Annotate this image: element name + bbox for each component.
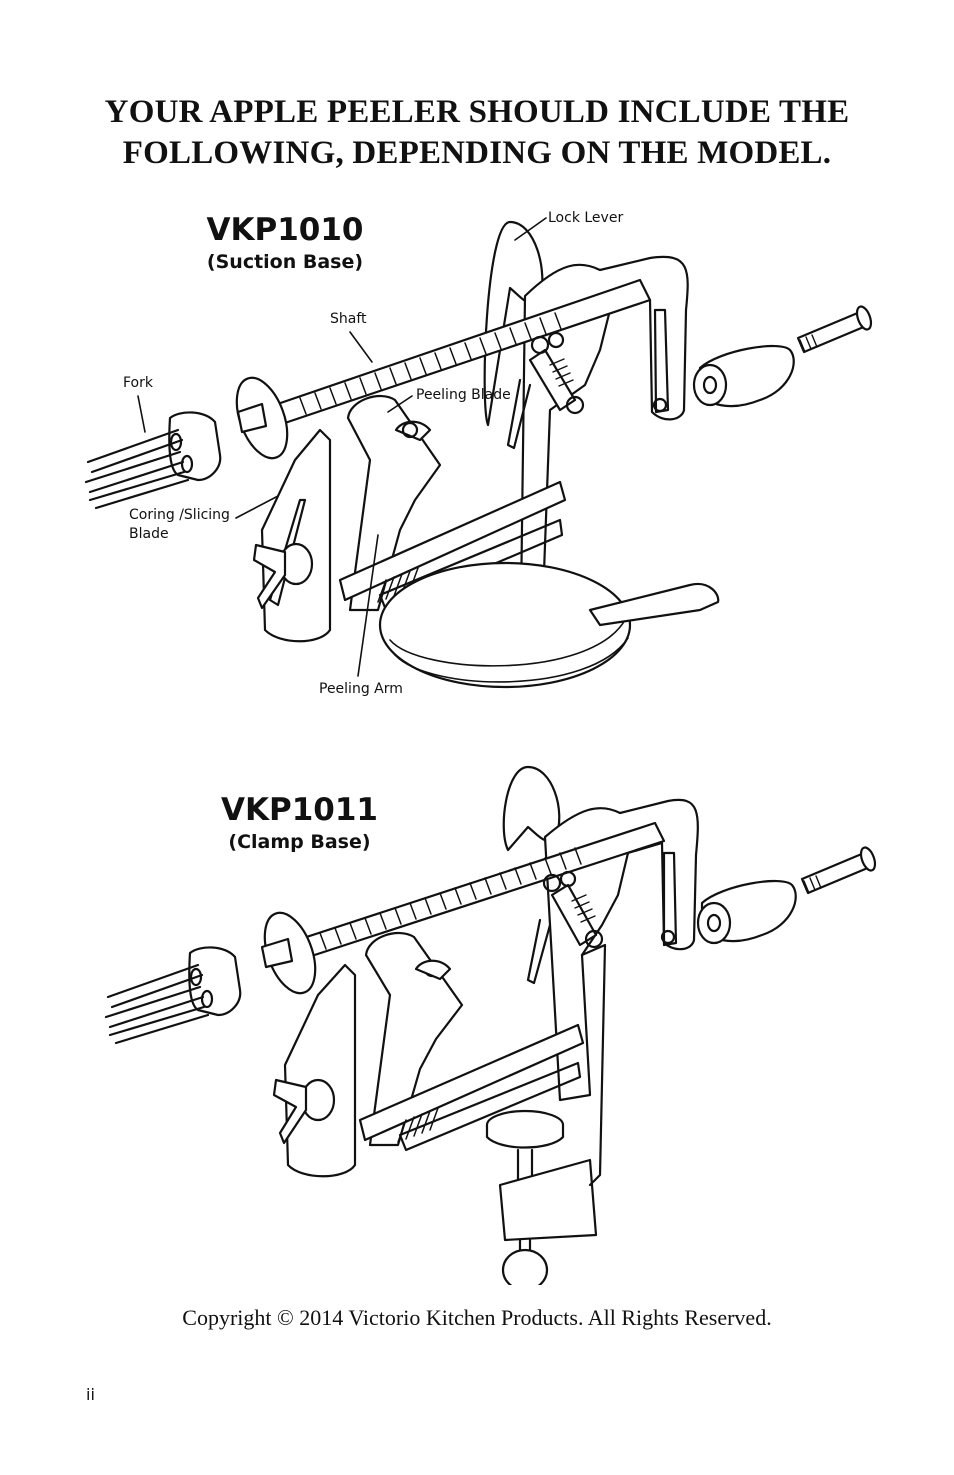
apple-peeler-clamp-base-diagram (104, 765, 877, 1285)
leader-line-fork (137, 395, 146, 433)
leader-line-peeling-arm (357, 534, 379, 677)
label-coring-slicing-blade-line-2: Blade (129, 526, 169, 542)
model-vkp1010-title: VKP1010 (Suction Base) (190, 212, 380, 274)
label-coring-slicing-blade: Coring /Slicing Blade (129, 506, 230, 544)
copyright-notice: Copyright © 2014 Victorio Kitchen Produc… (182, 1305, 772, 1330)
leader-line-coring-slicing-blade (235, 495, 279, 519)
model-name: VKP1011 (220, 792, 378, 828)
apple-peeler-suction-base-diagram (84, 217, 873, 689)
model-base-type: (Clamp Base) (228, 831, 371, 853)
page-number: ii (86, 1385, 95, 1404)
label-shaft: Shaft (330, 311, 367, 327)
label-fork: Fork (123, 375, 153, 391)
label-peeling-arm: Peeling Arm (319, 681, 403, 697)
page-heading: YOUR APPLE PEELER SHOULD INCLUDE THE FOL… (40, 92, 914, 174)
leader-line-shaft (349, 331, 373, 363)
page-heading-line-2: FOLLOWING, DEPENDING ON THE MODEL. (122, 135, 832, 171)
model-vkp1011-title: VKP1011 (Clamp Base) (212, 792, 387, 854)
label-coring-slicing-blade-line-1: Coring /Slicing (129, 507, 230, 523)
model-base-type: (Suction Base) (206, 251, 364, 273)
label-lock-lever: Lock Lever (548, 210, 624, 226)
model-name: VKP1010 (206, 212, 364, 248)
leader-line-lock-lever (514, 217, 547, 241)
label-peeling-blade: Peeling Blade (416, 387, 511, 403)
leader-line-peeling-blade (387, 395, 413, 413)
page-heading-line-1: YOUR APPLE PEELER SHOULD INCLUDE THE (104, 94, 850, 130)
